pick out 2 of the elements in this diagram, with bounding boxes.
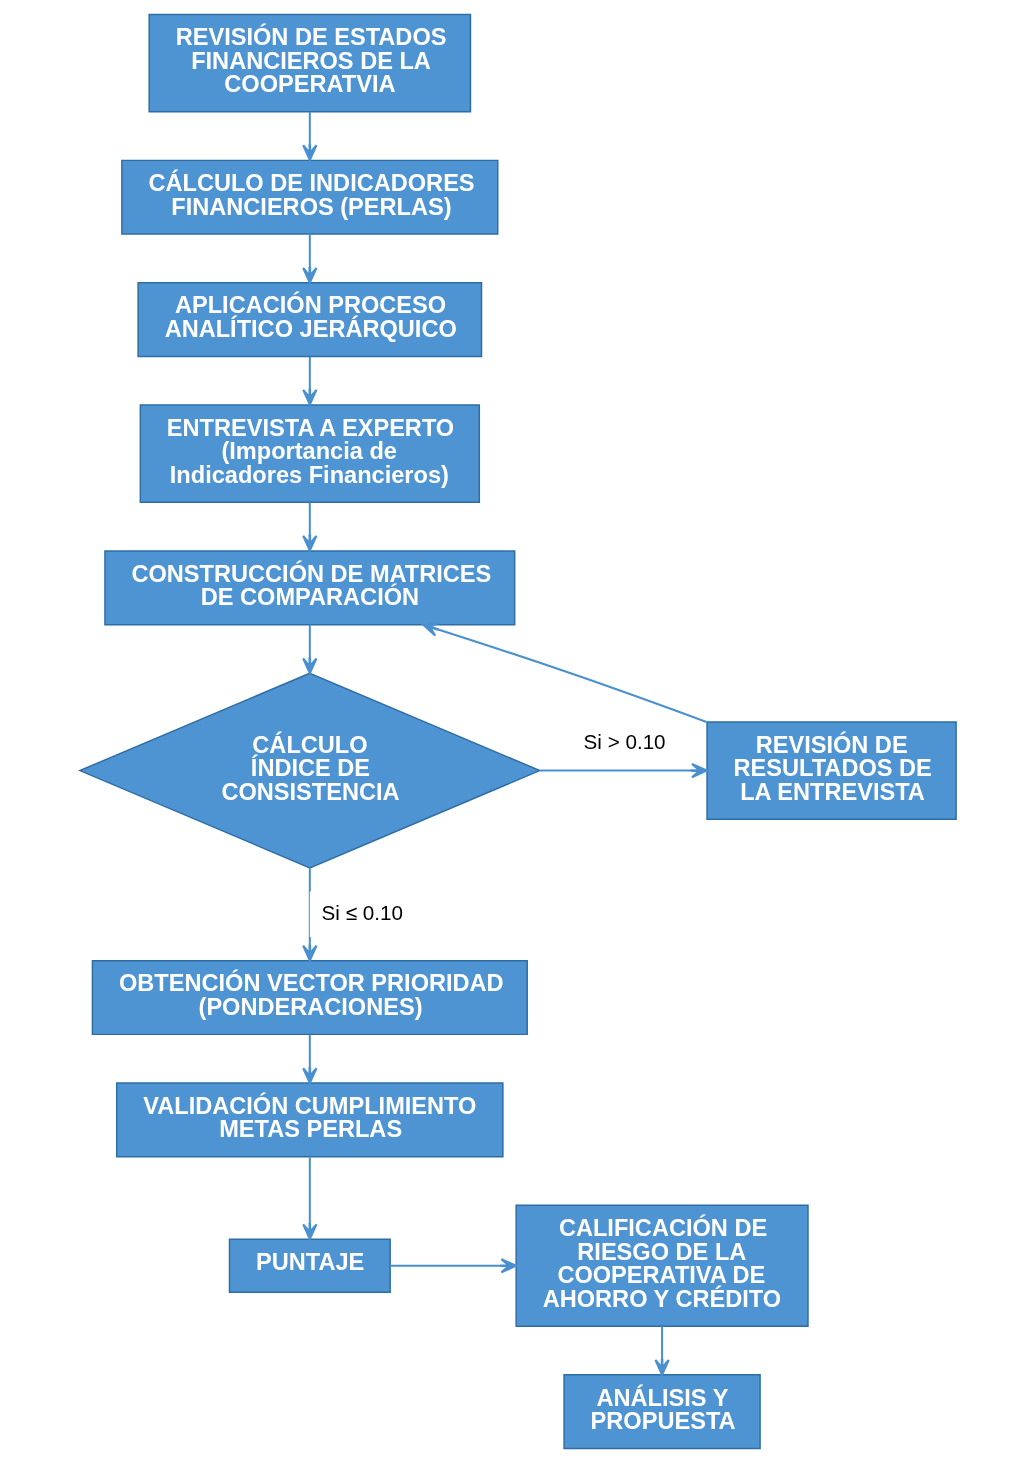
edge-label: Si ≤ 0.10 xyxy=(321,901,403,925)
edge-label: Si > 0.10 xyxy=(583,730,666,754)
